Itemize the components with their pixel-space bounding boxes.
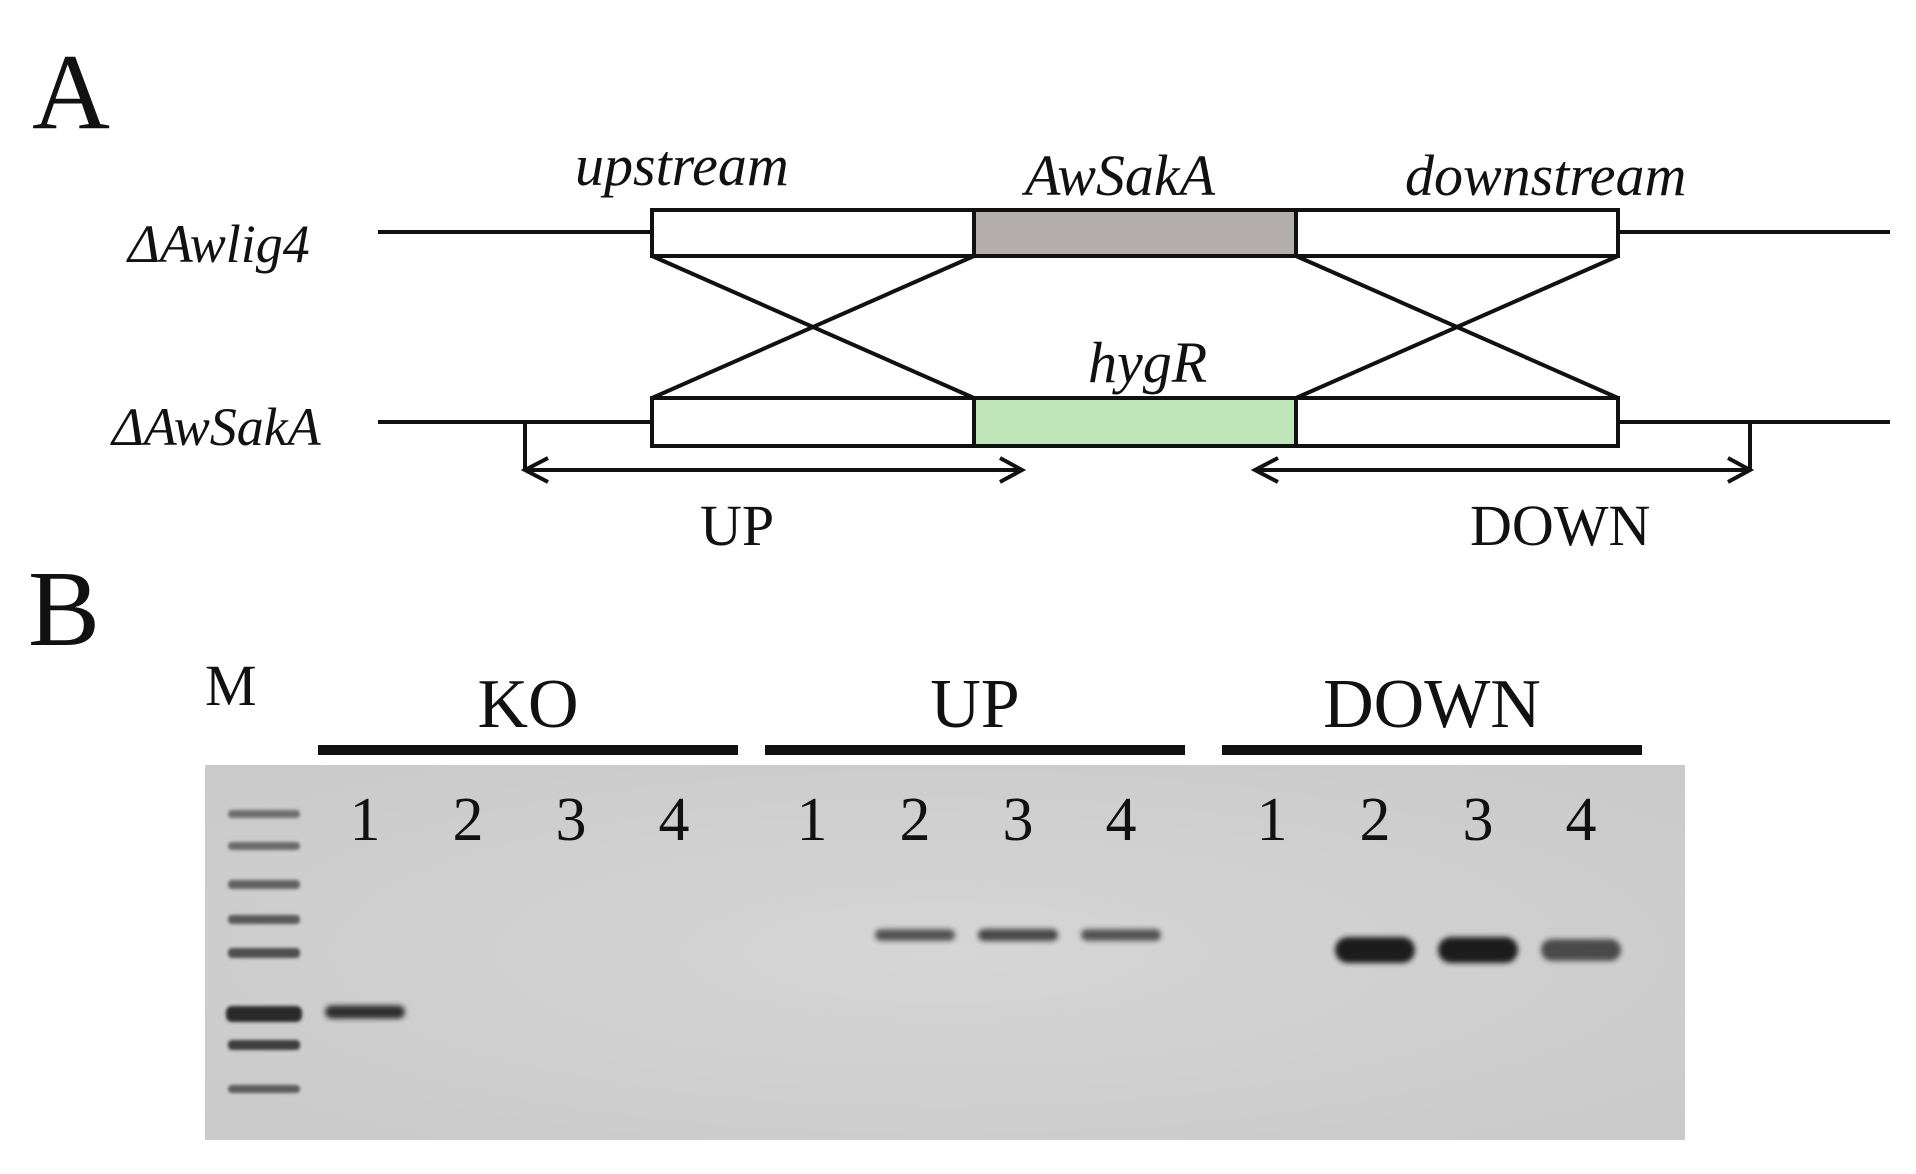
parent-locus — [378, 208, 1890, 258]
lane-number: 2 — [453, 786, 484, 854]
downstream-label: downstream — [1405, 143, 1686, 208]
group-label-ko: KO — [477, 666, 578, 743]
gel-band — [978, 928, 1058, 942]
lane-number: 2 — [900, 786, 931, 854]
mutant-downstream-block — [1294, 396, 1620, 448]
parent-strain-label: ΔAwlig4 — [126, 214, 310, 274]
down-span-label: DOWN — [1470, 493, 1650, 558]
group-underline — [765, 745, 1185, 755]
mutant-upstream-block — [650, 396, 976, 448]
mutant-locus — [378, 396, 1890, 448]
group-label-up: UP — [930, 666, 1019, 743]
marker-lane-label: M — [205, 653, 257, 718]
lane-number: 2 — [1360, 786, 1391, 854]
downstream-block — [1294, 208, 1620, 258]
ladder-band — [228, 948, 300, 958]
ladder-band — [228, 1085, 300, 1093]
group-label-down: DOWN — [1323, 666, 1541, 743]
upstream-label: upstream — [575, 133, 789, 198]
ladder-band — [226, 1006, 302, 1022]
gel-band — [875, 929, 955, 941]
gel-band — [1081, 929, 1161, 941]
lane-number: 3 — [1463, 786, 1494, 854]
mutant-strain-label: ΔAwSakA — [110, 397, 322, 457]
upstream-block — [650, 208, 976, 258]
up-span-arrow — [520, 424, 1027, 484]
target-gene-label: AwSakA — [1021, 143, 1216, 208]
ladder-band — [228, 842, 300, 850]
lane-number: 1 — [1257, 786, 1288, 854]
ladder-band — [228, 880, 300, 889]
gel-lanes: 1 2 3 4 1 2 3 4 1 2 3 4 — [325, 786, 1621, 1019]
target-gene-block — [972, 208, 1298, 258]
lane-number: 1 — [350, 786, 381, 854]
group-underline — [318, 745, 738, 755]
gel-band — [325, 1005, 405, 1019]
ladder-band — [228, 915, 300, 924]
lane-number: 4 — [659, 786, 690, 854]
panel-b-letter: B — [28, 550, 100, 669]
lane-number: 4 — [1106, 786, 1137, 854]
up-span-label: UP — [700, 493, 774, 558]
group-headers: KO UP DOWN — [318, 666, 1642, 755]
ladder-band — [228, 1040, 300, 1050]
down-span-arrow — [1250, 424, 1755, 484]
gel-band — [1438, 937, 1518, 963]
lane-number: 3 — [1003, 786, 1034, 854]
panel-a-letter: A — [32, 33, 110, 152]
homologous-crossovers — [651, 254, 1619, 400]
group-underline — [1222, 745, 1642, 755]
lane-number: 4 — [1566, 786, 1597, 854]
gel-band — [1541, 939, 1621, 961]
ladder-lane — [226, 810, 302, 1093]
lane-number: 3 — [556, 786, 587, 854]
ladder-band — [228, 810, 300, 818]
lane-number: 1 — [797, 786, 828, 854]
marker-block — [972, 396, 1298, 448]
marker-label: hygR — [1088, 330, 1207, 395]
gel-band — [1335, 937, 1415, 963]
